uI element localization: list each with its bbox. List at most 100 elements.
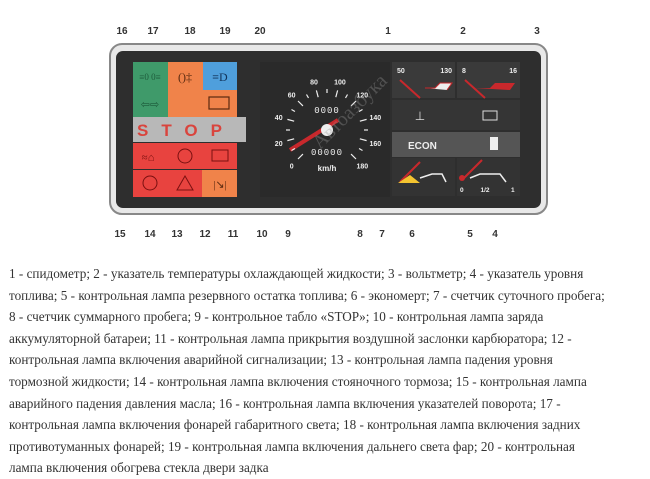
speed-tick	[291, 108, 296, 113]
caption-line: контрольная лампа включения аварийной си…	[9, 352, 553, 368]
econ-needle	[399, 161, 421, 183]
red-lamp-row-2	[133, 170, 202, 197]
econ-row	[392, 132, 520, 157]
caption-line: контрольная лампа включения фонарей габа…	[9, 417, 581, 433]
econ-scale	[419, 173, 447, 183]
fuel-gauge	[457, 158, 520, 196]
caption-line: топлива; 5 - контрольная лампа резервног…	[9, 287, 605, 303]
speed-tick	[350, 153, 357, 160]
volt-needle	[464, 79, 486, 99]
stop-label: STOP	[137, 121, 235, 140]
hazard-icon	[176, 174, 194, 191]
dashboard-diagram: ≡0 0≡ ()‡ ≡D ⇦⇨ STOP ≈⌂ |↘| 0000 00000 k…	[109, 26, 548, 240]
rear-defrost-icon	[208, 96, 230, 110]
callout-number: 3	[534, 26, 540, 37]
speed-tick	[359, 118, 367, 122]
speed-tick-label: 20	[275, 141, 283, 148]
stop-panel	[133, 117, 246, 142]
caption-line: аварийного падения давления масла; 16 - …	[9, 395, 561, 411]
callout-number: 20	[254, 26, 266, 37]
volt-scale	[475, 83, 515, 90]
speed-tick-label: 40	[275, 115, 283, 122]
turn-arrows-icon: ⇦⇨	[141, 99, 159, 111]
caption: 1 - спидометр; 2 - указатель температуры…	[9, 263, 649, 479]
choke-lamp	[202, 170, 237, 197]
caption-line: тормозной жидкости; 14 - контрольная лам…	[9, 373, 587, 389]
choke-icon: |↘|	[213, 179, 227, 191]
turn-signal-lamp	[133, 90, 168, 117]
callout-number: 17	[147, 26, 159, 37]
speed-tick	[291, 147, 296, 152]
callout-number: 18	[184, 26, 196, 37]
speed-tick-label: 180	[357, 163, 369, 170]
caption-line: лампа включения обогрева стекла двери за…	[9, 460, 269, 476]
callout-number: 13	[171, 229, 183, 240]
callout-number: 11	[228, 229, 239, 240]
speed-tick-label: 160	[369, 141, 381, 148]
caption-line: аккумуляторной батареи; 11 - контрольная…	[9, 330, 572, 346]
caption-line: противотуманных фонарей; 19 - контрольна…	[9, 438, 575, 454]
callout-number: 10	[256, 229, 268, 240]
callout-number: 15	[114, 229, 126, 240]
brake-fluid-icon	[177, 148, 193, 164]
caption-line: 8 - счетчик суммарного пробега; 9 - конт…	[9, 309, 544, 325]
speed-tick	[305, 94, 310, 99]
speed-tick	[358, 108, 363, 113]
callout-number: 9	[285, 229, 291, 240]
parking-brake-icon	[142, 175, 158, 191]
red-lamp-row	[133, 143, 237, 169]
speed-tick	[358, 147, 363, 152]
speed-tick	[297, 153, 304, 160]
coolant-temp-icon: ⊥	[415, 109, 425, 123]
trip-counter: 0000	[314, 106, 340, 116]
econ-label: ECON	[408, 141, 437, 152]
fuel-tick-full: 1	[511, 187, 515, 194]
callout-number: 7	[379, 229, 385, 240]
temp-battery-row	[392, 100, 520, 130]
rear-fog-lamp	[168, 62, 203, 90]
voltmeter	[457, 62, 520, 98]
speed-tick	[344, 94, 349, 99]
needle-hub	[321, 124, 333, 136]
temp-scale	[425, 82, 453, 91]
speed-tick-label: 60	[288, 93, 296, 100]
callout-number: 1	[385, 26, 391, 37]
fuel-reserve-lamp	[459, 175, 465, 181]
speed-tick	[287, 118, 295, 122]
speed-tick-label: 140	[369, 115, 381, 122]
fuel-tick-0: 0	[460, 187, 464, 194]
callout-number: 19	[219, 26, 231, 37]
battery-icon	[211, 149, 229, 162]
callout-number: 12	[199, 229, 211, 240]
speed-tick	[297, 100, 304, 107]
temp-max: 130	[440, 68, 452, 75]
speed-tick	[359, 138, 367, 142]
callout-number: 8	[357, 229, 363, 240]
caption-line: 1 - спидометр; 2 - указатель температуры…	[9, 266, 584, 281]
callout-number: 4	[492, 229, 498, 240]
volt-min: 8	[462, 68, 466, 75]
oil-pressure-icon: ≈⌂	[142, 152, 155, 164]
econ-yellow-zone	[398, 175, 420, 183]
fuel-tick-half: 1/2	[480, 187, 489, 194]
side-lights-lamp	[133, 62, 168, 90]
callout-number: 2	[460, 26, 466, 37]
right-gauges: 50 130 8 16 ⊥ ECON 0 1/2 1	[392, 62, 520, 196]
warning-lamp-block: ≡0 0≡ ()‡ ≡D ⇦⇨ STOP ≈⌂ |↘|	[133, 62, 246, 197]
fuel-pump-icon	[490, 137, 498, 150]
speed-tick	[315, 90, 319, 98]
callout-number: 16	[116, 26, 128, 37]
temp-needle	[399, 79, 421, 99]
side-lights-icon: ≡0 0≡	[139, 72, 160, 82]
fuel-needle	[461, 159, 483, 181]
speed-tick	[335, 90, 339, 98]
high-beam-icon: ≡D	[212, 70, 228, 84]
speed-tick	[350, 100, 357, 107]
callout-number: 14	[144, 229, 156, 240]
battery-charge-icon	[482, 110, 498, 121]
temp-min: 50	[397, 68, 405, 75]
high-beam-lamp	[203, 62, 237, 90]
speed-tick-label: 80	[310, 80, 318, 87]
speed-tick-label: 100	[334, 80, 346, 87]
